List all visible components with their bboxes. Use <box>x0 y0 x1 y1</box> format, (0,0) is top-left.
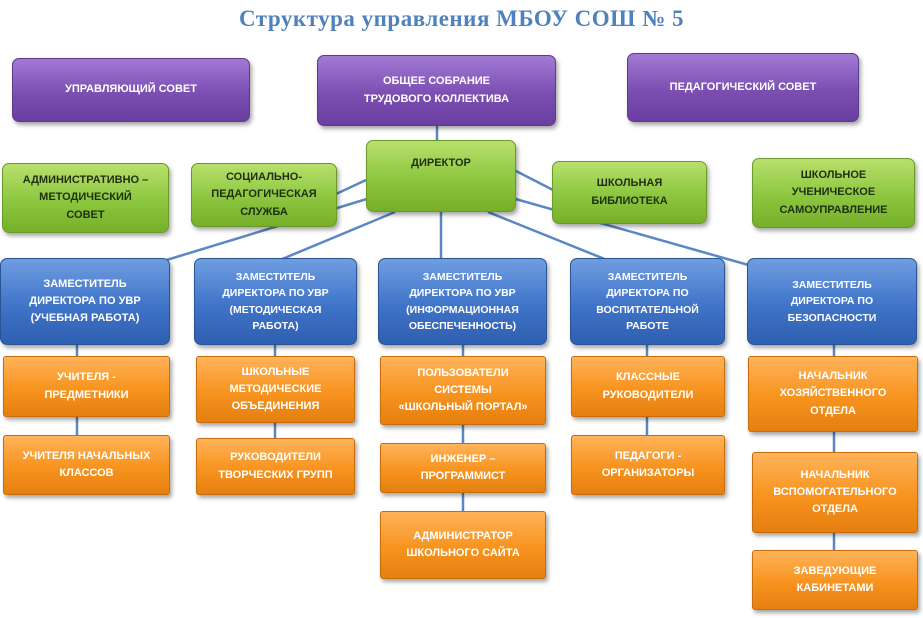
box-label-line: ДИРЕКТОРА ПО УВР <box>29 294 141 307</box>
box-label-line: ЗАМЕСТИТЕЛЬ <box>235 270 316 283</box>
box-label-line: ЗАМЕСТИТЕЛЬ <box>43 277 127 290</box>
unit-portal-users: ПОЛЬЗОВАТЕЛИ СИСТЕМЫ «ШКОЛЬНЫЙ ПОРТАЛ» <box>380 356 546 425</box>
box-label-line: УЧИТЕЛЯ НАЧАЛЬНЫХ <box>22 449 151 462</box>
box-label-line: ОТДЕЛА <box>810 404 856 417</box>
box-label-line: ОБЩЕЕ СОБРАНИЕ <box>382 75 491 88</box>
unit-maintenance-head: НАЧАЛЬНИК ХОЗЯЙСТВЕННОГО ОТДЕЛА <box>748 356 918 432</box>
box-label-line: НАЧАЛЬНИК <box>798 370 868 383</box>
box-label-line: «ШКОЛЬНЫЙ ПОРТАЛ» <box>398 401 528 414</box>
box-label-line: САМОУПРАВЛЕНИЕ <box>779 203 888 216</box>
box-label-line: ТВОРЧЕСКИХ ГРУПП <box>218 468 333 481</box>
box-label-line: РАБОТЕ <box>626 319 669 332</box>
box-label-line: АДМИНИСТРАТОР <box>413 529 513 542</box>
unit-organizers: ПЕДАГОГИ - ОРГАНИЗАТОРЫ <box>571 435 725 495</box>
edge-director-deputy-2 <box>274 210 396 264</box>
box-label-line: РУКОВОДИТЕЛИ <box>230 451 321 464</box>
box-label-line: ПРОГРАММИСТ <box>420 470 506 482</box>
box-label-line: ЗАМЕСТИТЕЛЬ <box>792 279 872 292</box>
box-label-line: УЧИТЕЛЯ - <box>57 371 116 384</box>
box-label-line: КЛАССОВ <box>59 467 114 479</box>
box-label-line: СЛУЖБА <box>240 205 288 218</box>
box-label-line: УПРАВЛЯЮЩИЙ СОВЕТ <box>64 83 197 96</box>
director-box: ДИРЕКТОР <box>366 140 516 212</box>
box-label-line: НАЧАЛЬНИК <box>800 468 870 481</box>
box-label-line: ПЕДАГОГИ - <box>614 449 682 462</box>
box-label-line: (ИНФОРМАЦИОННАЯ <box>406 303 519 316</box>
box-label-line: ЗАВЕДУЮЩИЕ <box>793 564 877 577</box>
box-label-line: КЛАССНЫЕ <box>615 371 681 384</box>
unit-auxiliary-head: НАЧАЛЬНИК ВСПОМОГАТЕЛЬНОГО ОТДЕЛА <box>752 452 918 533</box>
deputy-box-1: ЗАМЕСТИТЕЛЬ ДИРЕКТОРА ПО УВР (УЧЕБНАЯ РАБО… <box>0 258 170 345</box>
box-label-line: ДИРЕКТОРА ПО УВР <box>409 287 516 300</box>
edge-director-deputy-4 <box>487 210 613 264</box>
governing-council-box: УПРАВЛЯЮЩИЙ СОВЕТ <box>12 58 250 122</box>
box-label-line: ДИРЕКТОРА ПО <box>790 295 874 308</box>
box-label-line: АДМИНИСТРАТИВНО – <box>22 174 149 187</box>
general-meeting-box: ОБЩЕЕ СОБРАНИЕ ТРУДОВОГО КОЛЛЕКТИВА <box>317 55 556 126</box>
deputy-box-5: ЗАМЕСТИТЕЛЬ ДИРЕКТОРА ПО БЕЗОПАСНОСТИ <box>747 258 917 345</box>
unit-subject-teachers: УЧИТЕЛЯ - ПРЕДМЕТНИКИ <box>3 356 170 417</box>
box-label-line: БЕЗОПАСНОСТИ <box>787 311 877 324</box>
box-label-line: ДИРЕКТОР <box>411 157 471 169</box>
box-label-line: КАБИНЕТАМИ <box>796 582 874 594</box>
deputy-box-2: ЗАМЕСТИТЕЛЬ ДИРЕКТОРА ПО УВР (МЕТОДИЧЕСКАЯ… <box>194 258 357 345</box>
box-label-line: ХОЗЯЙСТВЕННОГО <box>779 387 887 400</box>
deputy-box-3: ЗАМЕСТИТЕЛЬ ДИРЕКТОРА ПО УВР (ИНФОРМАЦИОНН… <box>378 258 547 345</box>
box-label-line: (УЧЕБНАЯ РАБОТА) <box>30 312 140 325</box>
box-label-line: СОВЕТ <box>66 208 105 221</box>
box-label-line: ПЕДАГОГИЧЕСКИЙ СОВЕТ <box>669 80 817 93</box>
box-label-line: ПЕДАГОГИЧЕСКАЯ <box>211 188 317 201</box>
edge-director-library <box>513 168 554 192</box>
box-label-line: ДИРЕКТОРА ПО <box>606 287 689 300</box>
box-label-line: ШКОЛЬНОЕ <box>800 169 867 182</box>
box-label-line: ДИРЕКТОРА ПО УВР <box>222 287 329 300</box>
box-label-line: БИБЛИОТЕКА <box>591 194 668 207</box>
box-label-line: (МЕТОДИЧЕСКАЯ <box>229 303 322 316</box>
box-label-line: РУКОВОДИТЕЛИ <box>602 388 694 401</box>
box-label-line: ВСПОМОГАТЕЛЬНОГО <box>773 485 897 498</box>
box-label-line: ЗАМЕСТИТЕЛЬ <box>422 270 503 283</box>
box-label-line: ШКОЛЬНОГО САЙТА <box>406 547 520 559</box>
deputy-box-4: ЗАМЕСТИТЕЛЬ ДИРЕКТОРА ПО ВОСПИТАТЕЛЬНОЙ РАБ… <box>570 258 725 345</box>
box-label-line: ЗАМЕСТИТЕЛЬ <box>607 270 688 283</box>
box-label-line: РАБОТА) <box>252 319 299 332</box>
box-label-line: ПОЛЬЗОВАТЕЛИ <box>417 366 509 379</box>
edge-director-social <box>335 178 367 196</box>
student-government-box: ШКОЛЬНОЕ УЧЕНИЧЕСКОЕ САМОУПРАВЛЕНИЕ <box>752 158 915 228</box>
diagram-title: Структура управления МБОУ СОШ № 5 <box>239 6 684 31</box>
box-label-line: ОРГАНИЗАТОРЫ <box>601 467 695 479</box>
social-service-box: СОЦИАЛЬНО- ПЕДАГОГИЧЕСКАЯ СЛУЖБА <box>191 163 337 227</box>
box-label-line: МЕТОДИЧЕСКИЙ <box>39 191 132 204</box>
box-label-line: ОБЕСПЕЧЕННОСТЬ) <box>408 319 517 332</box>
box-label-line: ОБЪЕДИНЕНИЯ <box>231 400 320 413</box>
admin-method-council-box: АДМИНИСТРАТИВНО – МЕТОДИЧЕСКИЙ СОВЕТ <box>2 163 169 233</box>
unit-engineer-programmer: ИНЖЕНЕР – ПРОГРАММИСТ <box>380 443 546 493</box>
box-label-line: ТРУДОВОГО КОЛЛЕКТИВА <box>363 92 510 105</box>
box-label-line: ШКОЛЬНЫЕ <box>241 365 310 378</box>
unit-method-associations: ШКОЛЬНЫЕ МЕТОДИЧЕСКИЕ ОБЪЕДИНЕНИЯ <box>196 356 355 423</box>
box-label-line: СИСТЕМЫ <box>434 383 492 396</box>
box-label-line: ИНЖЕНЕР – <box>430 452 496 465</box>
unit-primary-teachers: УЧИТЕЛЯ НАЧАЛЬНЫХ КЛАССОВ <box>3 435 170 495</box>
unit-creative-group-leaders: РУКОВОДИТЕЛИ ТВОРЧЕСКИХ ГРУПП <box>196 438 355 495</box>
pedagogical-council-box: ПЕДАГОГИЧЕСКИЙ СОВЕТ <box>627 53 859 122</box>
box-label-line: МЕТОДИЧЕСКИЕ <box>229 382 322 395</box>
unit-cabinet-managers: ЗАВЕДУЮЩИЕ КАБИНЕТАМИ <box>752 550 918 610</box>
box-label-line: ВОСПИТАТЕЛЬНОЙ <box>596 303 699 316</box>
unit-class-teachers: КЛАССНЫЕ РУКОВОДИТЕЛИ <box>571 356 725 417</box>
box-label-line: ПРЕДМЕТНИКИ <box>44 388 129 401</box>
box-label-line: ОТДЕЛА <box>812 503 858 516</box>
box-label-line: ШКОЛЬНАЯ <box>596 177 663 190</box>
school-library-box: ШКОЛЬНАЯ БИБЛИОТЕКА <box>552 161 707 224</box>
box-label-line: УЧЕНИЧЕСКОЕ <box>791 186 876 199</box>
unit-site-administrator: АДМИНИСТРАТОР ШКОЛЬНОГО САЙТА <box>380 511 546 579</box>
box-label-line: СОЦИАЛЬНО- <box>225 171 303 184</box>
